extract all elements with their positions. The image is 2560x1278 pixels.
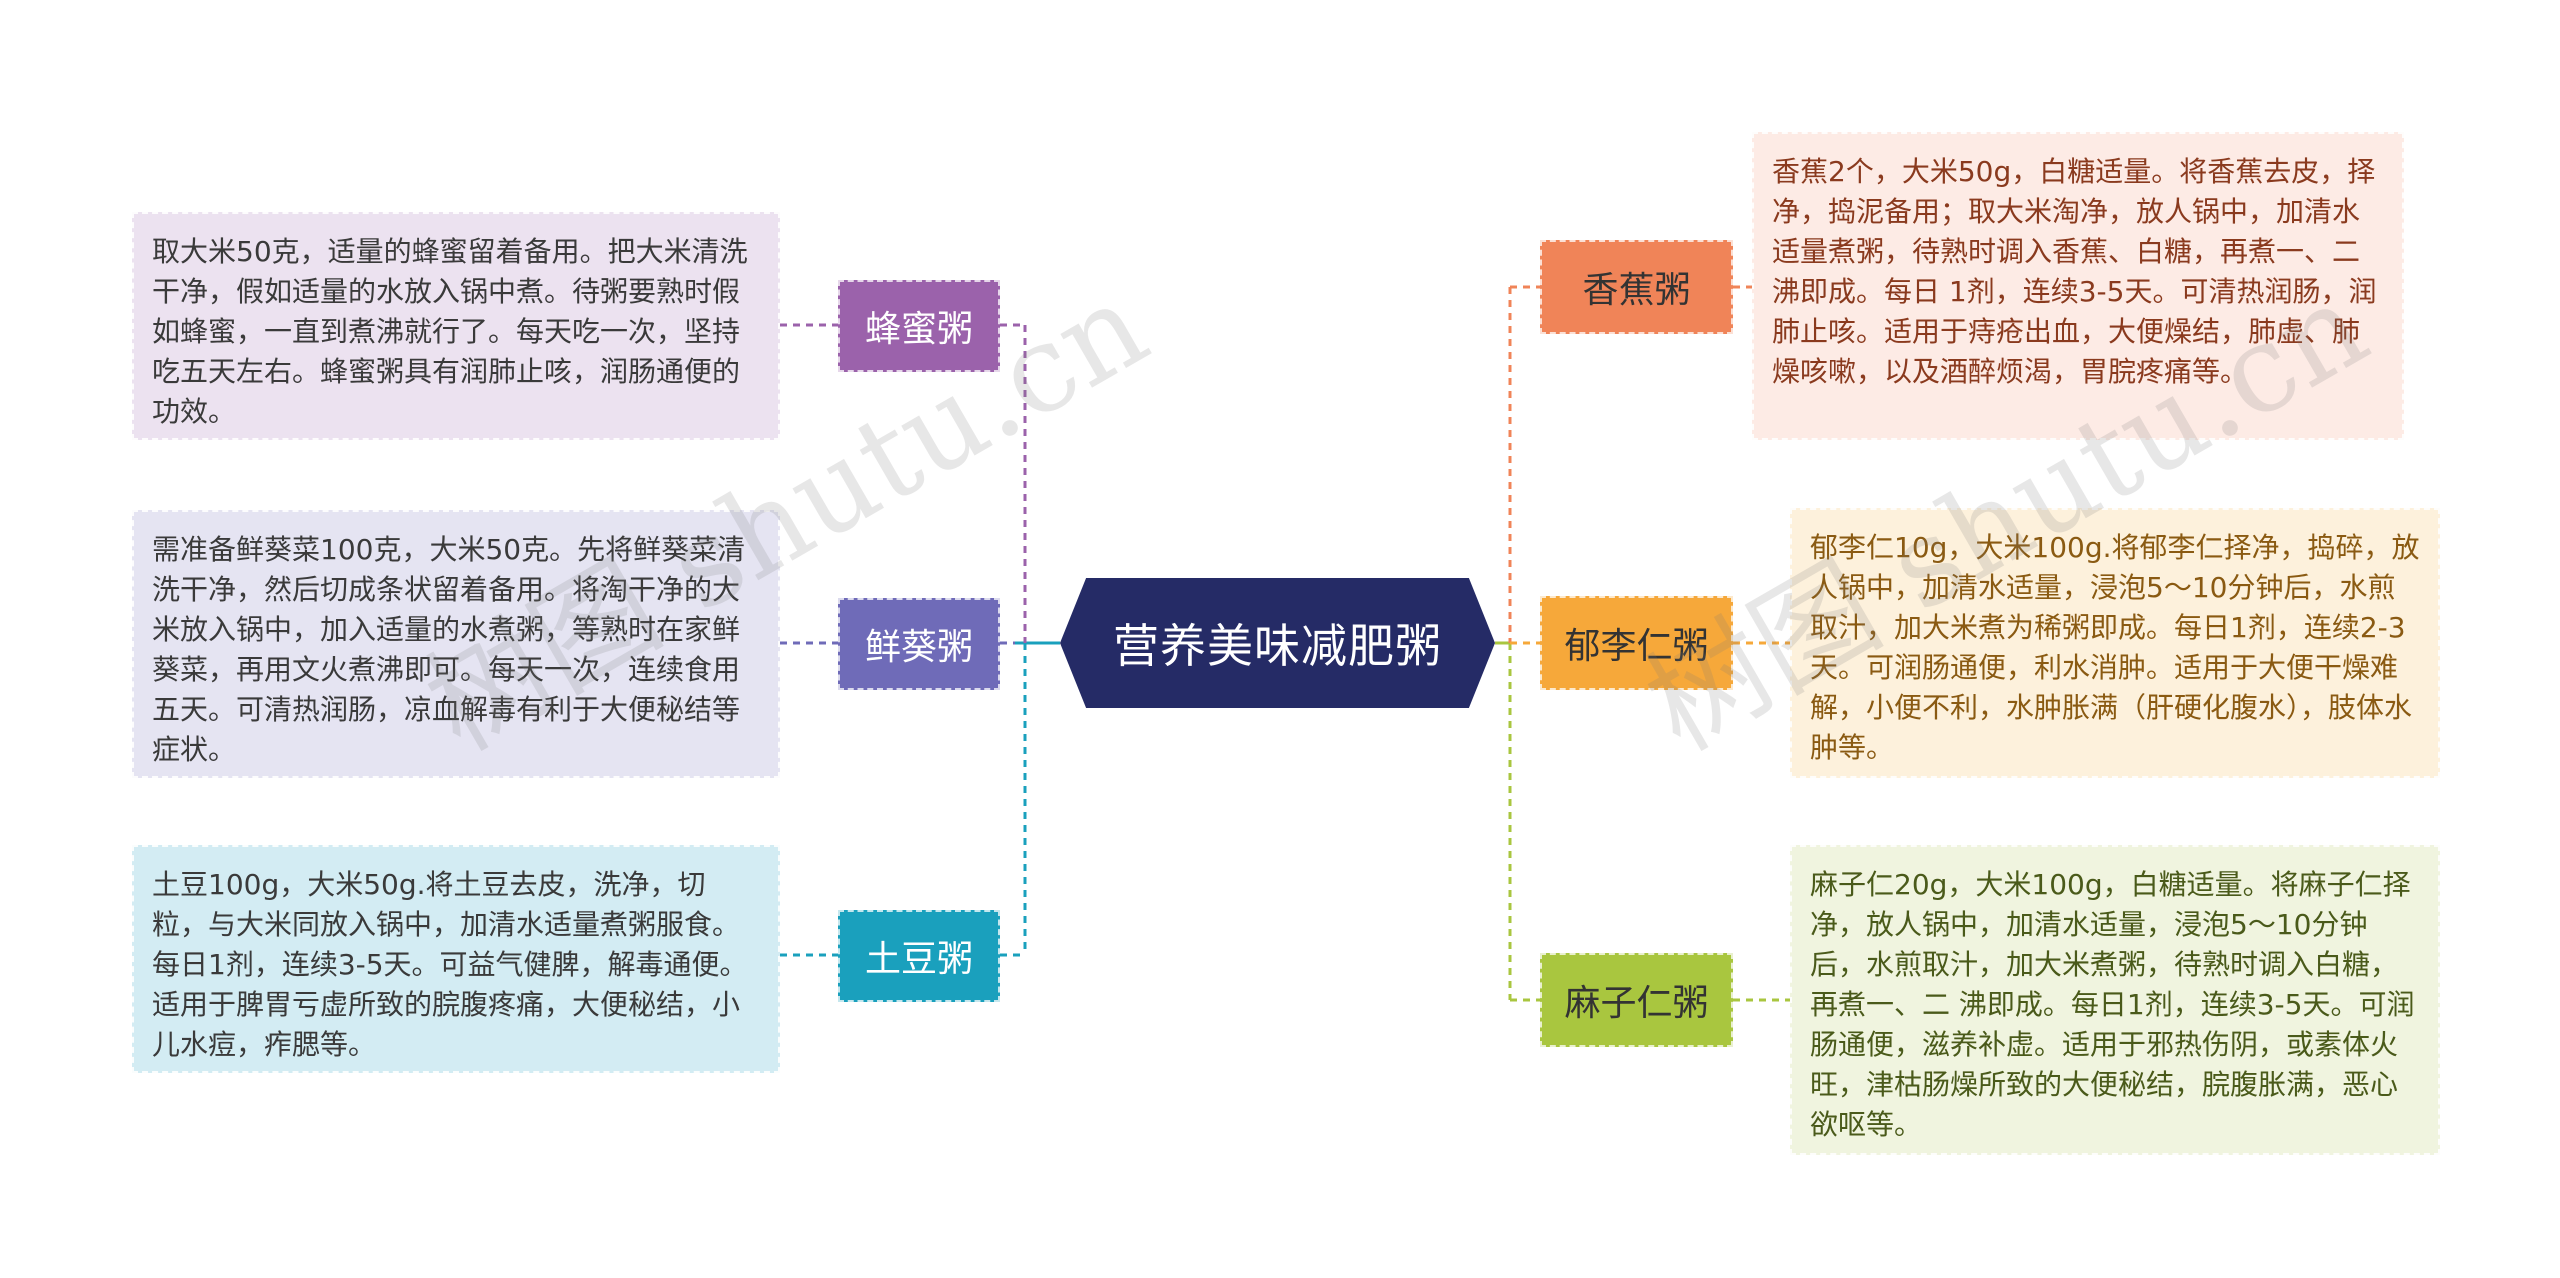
yuliren-porridge-description: 郁李仁10g，大米100g.将郁李仁择净，捣碎，放人锅中，加清水适量，浸泡5～1… <box>1790 508 2440 778</box>
mallow-porridge-description: 需准备鲜葵菜100克，大米50克。先将鲜葵菜清洗干净，然后切成条状留着备用。将淘… <box>132 510 780 778</box>
branch-yuliren-porridge[interactable]: 郁李仁粥 <box>1540 596 1733 690</box>
honey-porridge-description: 取大米50克，适量的蜂蜜留着备用。把大米清洗干净，假如适量的水放入锅中煮。待粥要… <box>132 212 780 440</box>
potato-porridge-description: 土豆100g，大米50g.将土豆去皮，洗净，切粒，与大米同放入锅中，加清水适量煮… <box>132 845 780 1073</box>
branch-potato-porridge[interactable]: 土豆粥 <box>838 910 1000 1002</box>
banana-porridge-description: 香蕉2个，大米50g，白糖适量。将香蕉去皮，择净，捣泥备用；取大米淘净，放人锅中… <box>1752 132 2404 440</box>
branch-banana-label: 香蕉粥 <box>1582 270 1691 311</box>
branch-honey-porridge[interactable]: 蜂蜜粥 <box>838 280 1000 372</box>
central-topic-title: 营养美味减肥粥 <box>1113 619 1442 673</box>
branch-maziren-porridge[interactable]: 麻子仁粥 <box>1540 953 1733 1047</box>
branch-mallow-label: 鲜葵粥 <box>864 627 973 668</box>
branch-potato-label: 土豆粥 <box>864 939 973 980</box>
branch-banana-porridge[interactable]: 香蕉粥 <box>1540 240 1733 334</box>
branch-honey-label: 蜂蜜粥 <box>864 309 973 350</box>
central-topic[interactable]: 营养美味减肥粥 <box>1060 578 1495 708</box>
branch-mallow-porridge[interactable]: 鲜葵粥 <box>838 598 1000 690</box>
branch-yuliren-label: 郁李仁粥 <box>1564 626 1709 667</box>
maziren-porridge-description: 麻子仁20g，大米100g，白糖适量。将麻子仁择净，放人锅中，加清水适量，浸泡5… <box>1790 845 2440 1155</box>
branch-maziren-label: 麻子仁粥 <box>1564 983 1709 1024</box>
